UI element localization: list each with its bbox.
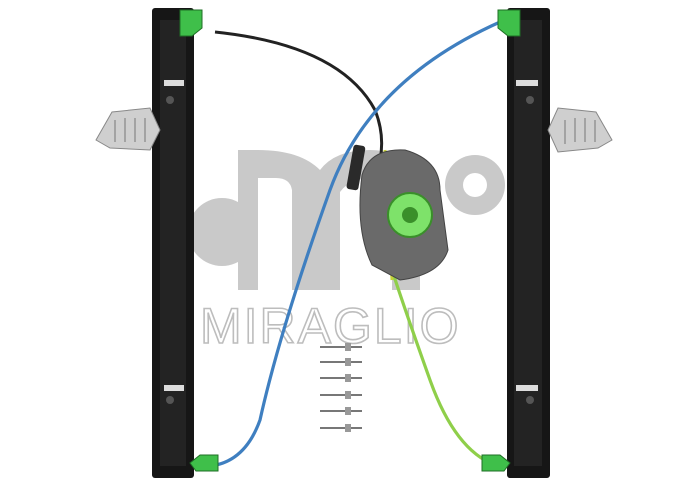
blue-cable bbox=[209, 20, 501, 468]
end-brackets bbox=[179, 9, 521, 472]
black-cable bbox=[214, 30, 384, 161]
cable-adjuster bbox=[346, 144, 366, 191]
watermark-logo: MIRAGLIO bbox=[188, 150, 505, 355]
watermark-text: MIRAGLIO bbox=[200, 298, 460, 354]
green-cable bbox=[390, 269, 496, 467]
drive-motor bbox=[359, 149, 449, 281]
left-rail bbox=[152, 8, 194, 478]
right-rail bbox=[507, 8, 550, 478]
rivet-set bbox=[320, 343, 362, 432]
right-mount-clip bbox=[547, 107, 613, 153]
left-mount-clip bbox=[95, 107, 161, 151]
